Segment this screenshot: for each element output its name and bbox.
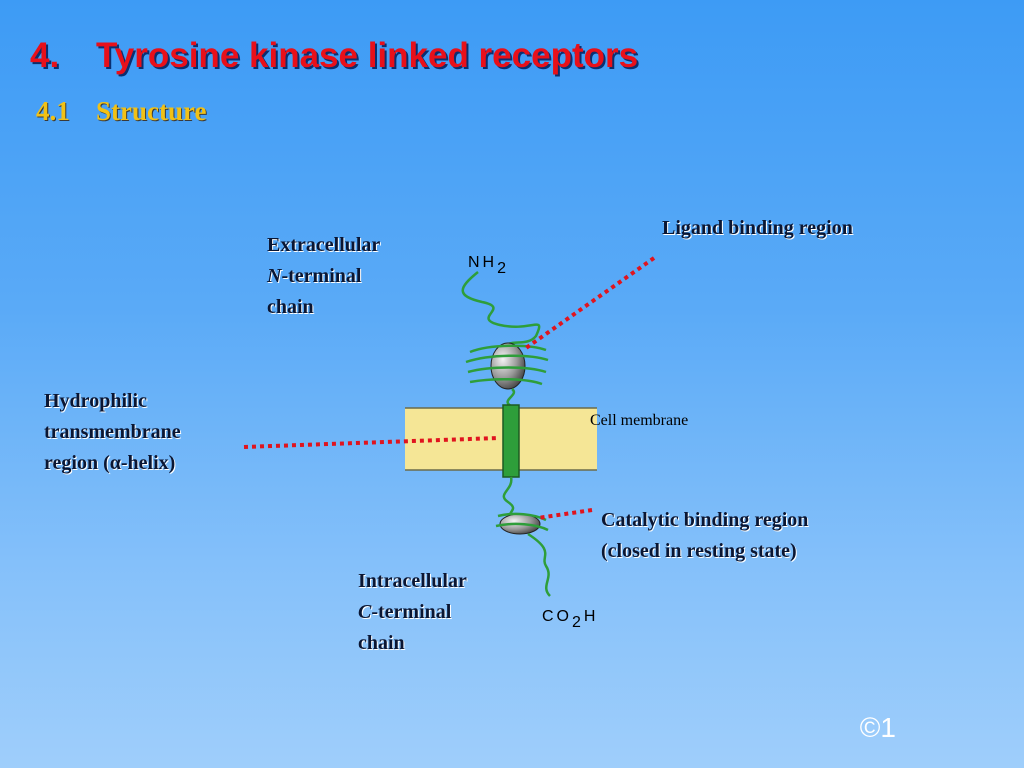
cell-membrane [405,408,597,470]
intracellular-line3: chain [358,632,405,654]
intracellular-label: Intracellular C-terminal chain [358,566,467,659]
extracellular-line1: Extracellular [267,234,381,256]
hydrophilic-label: Hydrophilic transmembrane region (α-heli… [44,386,181,479]
linker-chain [506,388,516,408]
hydrophilic-line2: transmembrane [44,421,181,443]
intracellular-linker [502,476,515,518]
ligand-binding-label: Ligand binding region [662,213,853,244]
intracellular-line2: C-terminal [358,597,467,628]
intracellular-line1: Intracellular [358,570,467,592]
catalytic-line1: Catalytic binding region [601,509,809,531]
extracellular-label: Extracellular N-terminal chain [267,230,380,323]
extracellular-line2: N-terminal [267,261,380,292]
slide-title: 4. Tyrosine kinase linked receptors [30,36,638,76]
catalytic-binding-label: Catalytic binding region (closed in rest… [601,505,808,567]
co2h-co: CO [542,608,572,625]
title-number: 4. [30,36,60,75]
extracellular-n-italic: N [267,265,282,287]
catalytic-binding-region [495,512,549,535]
co2h-label: CO2H [542,608,599,631]
extracellular-terminal-text: -terminal [281,265,362,287]
intracellular-terminal-text: -terminal [371,601,452,623]
slide-subtitle: 4.1 Structure [36,96,206,127]
n-terminal-chain [461,271,541,347]
extracellular-line3: chain [267,296,314,318]
subtitle-text: Structure [96,96,207,126]
transmembrane-pointer-line [243,436,499,449]
cell-membrane-label: Cell membrane [590,412,689,429]
ligand-pointer-line [524,256,656,350]
catalytic-pointer-line [537,508,593,520]
c-terminal-chain [527,532,551,597]
catalytic-line2: (closed in resting state) [601,540,797,562]
co2h-subscript: 2 [572,614,584,631]
nh2-main: NH [468,254,498,271]
transmembrane-helix [502,404,520,478]
slide-footer-number: ©1 [859,712,896,743]
hydrophilic-line1: Hydrophilic [44,390,147,412]
ligand-binding-text: Ligand binding region [662,217,853,239]
co2h-h: H [583,608,599,625]
ligand-binding-region [465,342,549,390]
nh2-label: NH2 [468,254,509,277]
title-text: Tyrosine kinase linked receptors [96,36,639,75]
intracellular-c-italic: C [358,601,372,623]
nh2-subscript: 2 [497,260,510,277]
hydrophilic-line3: region (α-helix) [44,452,176,474]
subtitle-number: 4.1 [36,96,70,126]
